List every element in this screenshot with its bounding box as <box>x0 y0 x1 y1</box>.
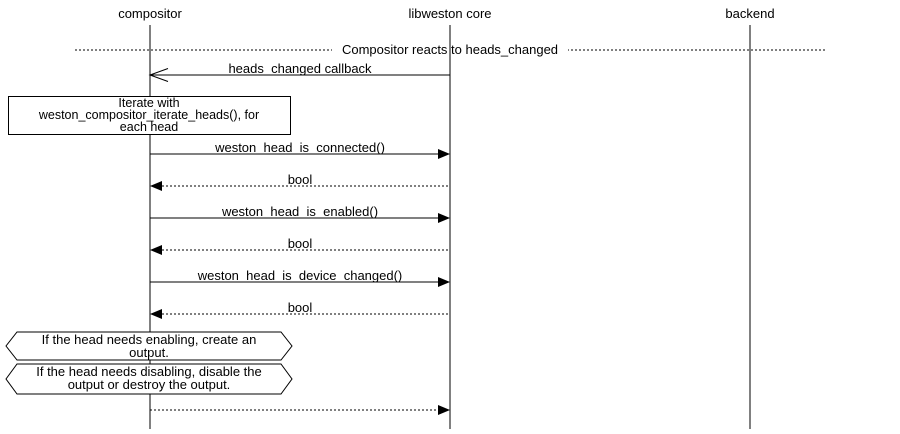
arrowhead-filled-left-icon <box>150 245 162 255</box>
message-label-bool-return-3: bool <box>288 300 313 315</box>
message-label-weston-head-is-connected: weston_head_is_connected() <box>214 140 385 155</box>
arrowhead-filled-right-icon <box>438 405 450 415</box>
arrowhead-filled-right-icon <box>438 277 450 287</box>
arrowhead-filled-left-icon <box>150 309 162 319</box>
arrowhead-filled-left-icon <box>150 181 162 191</box>
condition-text-enabling-line-1: If the head needs enabling, create an <box>42 332 257 347</box>
participant-label-backend: backend <box>725 6 774 21</box>
participant-label-libweston-core: libweston core <box>408 6 491 21</box>
arrowhead-filled-right-icon <box>438 149 450 159</box>
note-box <box>8 96 291 135</box>
condition-box-enabling <box>5 331 293 361</box>
arrowhead-open-left-icon <box>148 68 169 82</box>
message-label-bool-return-1: bool <box>288 172 313 187</box>
condition-text-enabling-line-2: output. <box>129 345 169 360</box>
message-label-heads-changed-callback: heads_changed callback <box>228 61 372 76</box>
message-label-weston-head-is-enabled: weston_head_is_enabled() <box>221 204 378 219</box>
condition-box-disabling <box>5 363 293 395</box>
message-label-bool-return-2: bool <box>288 236 313 251</box>
condition-text-disabling-line-2: output or destroy the output. <box>68 377 231 392</box>
note-text-line-2: weston_compositor_iterate_heads(), for <box>38 108 259 122</box>
participant-label-compositor: compositor <box>118 6 182 21</box>
condition-text-disabling-line-1: If the head needs disabling, disable the <box>36 364 262 379</box>
note-text-line-1: Iterate with <box>118 96 179 110</box>
message-label-weston-head-is-device-changed: weston_head_is_device_changed() <box>197 268 403 283</box>
note-text-line-3: each head <box>120 120 178 134</box>
divider-label: Compositor reacts to heads_changed <box>342 42 558 57</box>
arrowhead-filled-right-icon <box>438 213 450 223</box>
